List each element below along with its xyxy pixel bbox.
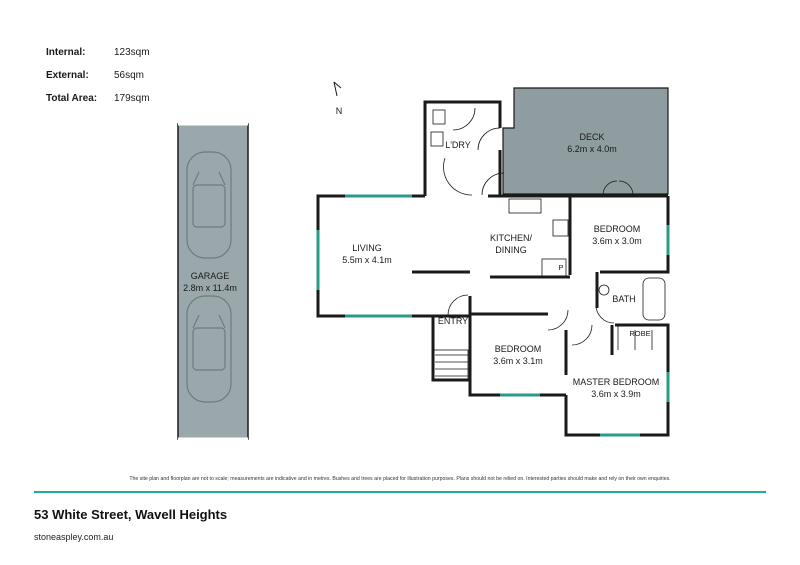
area-label: Internal: <box>46 47 86 58</box>
bedroom2-name: BEDROOM <box>495 344 542 354</box>
bedroom1-name: BEDROOM <box>594 224 641 234</box>
stairs <box>432 157 473 381</box>
entry-name: ENTRY <box>438 316 468 326</box>
area-label: External: <box>46 70 89 81</box>
disclaimer: The site plan and floorplan are not to s… <box>129 476 671 482</box>
deck-name: DECK <box>579 132 604 142</box>
basin-icon <box>598 284 610 296</box>
property-address: 53 White Street, Wavell Heights <box>34 507 228 522</box>
deck-size: 6.2m x 4.0m <box>567 144 617 154</box>
accent-divider <box>34 491 766 493</box>
pantry-label: P <box>558 263 563 272</box>
north-label: N <box>336 106 343 116</box>
car-icon <box>186 151 232 259</box>
area-value: 123sqm <box>114 47 150 58</box>
bathtub-icon <box>642 277 666 321</box>
area-label: Total Area: <box>46 93 98 104</box>
car-icon <box>186 295 232 403</box>
pantry-box <box>541 258 567 278</box>
garage-name: GARAGE <box>191 271 230 281</box>
area-value: 56sqm <box>114 70 145 81</box>
garage-floor <box>177 123 249 440</box>
doors <box>447 107 634 346</box>
living-name: LIVING <box>352 243 382 253</box>
fixtures <box>430 109 666 350</box>
kitchen-name-line2: DINING <box>495 245 527 255</box>
robe-label: ROBE <box>629 329 650 338</box>
deck: DECK 6.2m x 4.0m <box>502 87 669 195</box>
garage-size: 2.8m x 11.4m <box>183 283 237 293</box>
floor-plan: N GARAGE 2.8m x 11.4m DECK 6.2m x 4.0m <box>177 81 670 441</box>
cooktop-icon <box>552 219 569 237</box>
laundry-name: L'DRY <box>445 140 471 150</box>
windows <box>316 194 670 437</box>
sink-icon <box>430 131 444 147</box>
kitchen-sink-icon <box>508 198 542 214</box>
bedroom1-size: 3.6m x 3.0m <box>592 236 642 246</box>
bedroom2-size: 3.6m x 3.1m <box>493 356 543 366</box>
living-size: 5.5m x 4.1m <box>342 255 392 265</box>
kitchen-name-line1: KITCHEN/ <box>490 233 533 243</box>
garage: GARAGE 2.8m x 11.4m <box>177 122 249 441</box>
master-size: 3.6m x 3.9m <box>591 389 641 399</box>
website-link[interactable]: stoneaspley.com.au <box>34 532 114 542</box>
master-name: MASTER BEDROOM <box>573 377 660 387</box>
bath-name: BATH <box>612 294 635 304</box>
north-arrow: N <box>333 81 343 116</box>
toilet-icon <box>432 109 446 125</box>
area-value: 179sqm <box>114 93 150 104</box>
